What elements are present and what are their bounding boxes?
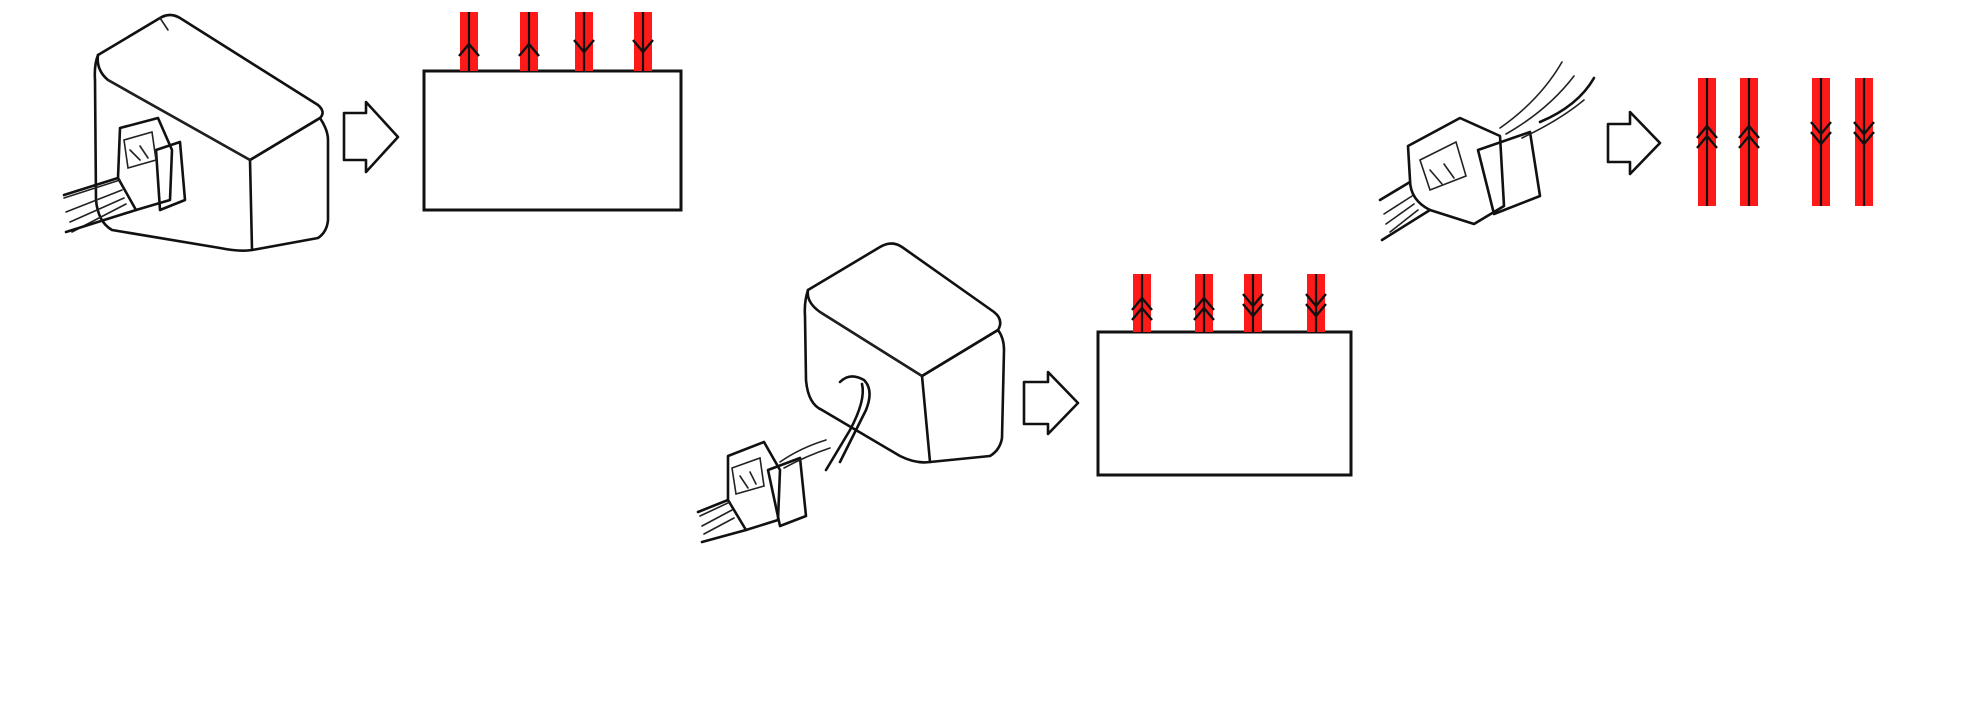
- arrow-down-icon: [1305, 303, 1327, 318]
- terminal-wire: [1738, 78, 1760, 206]
- ecu-box-icon: [803, 242, 1006, 464]
- arrow-right-icon: [1606, 110, 1662, 176]
- terminal-wire: [1131, 274, 1153, 332]
- terminal-wire: [1696, 78, 1718, 206]
- arrow-down-icon: [632, 39, 654, 54]
- terminal-wire: [1305, 274, 1327, 332]
- terminal-wires: [1131, 274, 1327, 332]
- terminal-diagram: [422, 69, 683, 212]
- arrow-up-icon: [1131, 306, 1153, 321]
- terminal-box: [422, 69, 683, 212]
- terminal-wire: [458, 12, 480, 71]
- arrow-down-icon: [1853, 131, 1875, 146]
- arrow-up-icon: [1696, 134, 1718, 149]
- terminal-wire: [1853, 78, 1875, 206]
- terminal-box: [1096, 330, 1353, 477]
- arrow-down-icon: [573, 39, 595, 54]
- terminal-wire: [1242, 274, 1264, 332]
- step-3: [1378, 61, 1875, 242]
- connector-icon: [62, 116, 187, 234]
- arrow-up-icon: [1193, 296, 1215, 311]
- arrow-up-icon: [518, 42, 540, 57]
- arrow-down-icon: [1242, 293, 1264, 308]
- terminal-wire: [632, 12, 654, 71]
- arrow-up-icon: [1738, 134, 1760, 149]
- arrow-up-icon: [1696, 124, 1718, 139]
- connector-icon: [1378, 61, 1596, 242]
- connector-icon: [696, 439, 831, 544]
- ecu-box-icon: [93, 13, 330, 252]
- terminal-wires: [1696, 78, 1875, 206]
- arrow-down-icon: [1853, 121, 1875, 136]
- arrow-right-icon: [1022, 370, 1080, 436]
- step-2: [696, 242, 1353, 544]
- arrow-down-icon: [1810, 131, 1832, 146]
- arrow-up-icon: [458, 42, 480, 57]
- step-1: [62, 12, 683, 252]
- arrow-right-icon: [342, 100, 400, 174]
- cable-icon: [824, 375, 871, 472]
- terminal-diagram: [1096, 330, 1353, 477]
- arrow-down-icon: [1305, 293, 1327, 308]
- terminal-wire: [518, 12, 540, 71]
- arrow-up-icon: [1193, 306, 1215, 321]
- arrow-down-icon: [1242, 303, 1264, 318]
- terminal-wires: [458, 12, 654, 71]
- arrow-up-icon: [1738, 124, 1760, 139]
- arrow-down-icon: [1810, 121, 1832, 136]
- terminal-wire: [573, 12, 595, 71]
- arrow-up-icon: [1131, 296, 1153, 311]
- terminal-wire: [1810, 78, 1832, 206]
- terminal-wire: [1193, 274, 1215, 332]
